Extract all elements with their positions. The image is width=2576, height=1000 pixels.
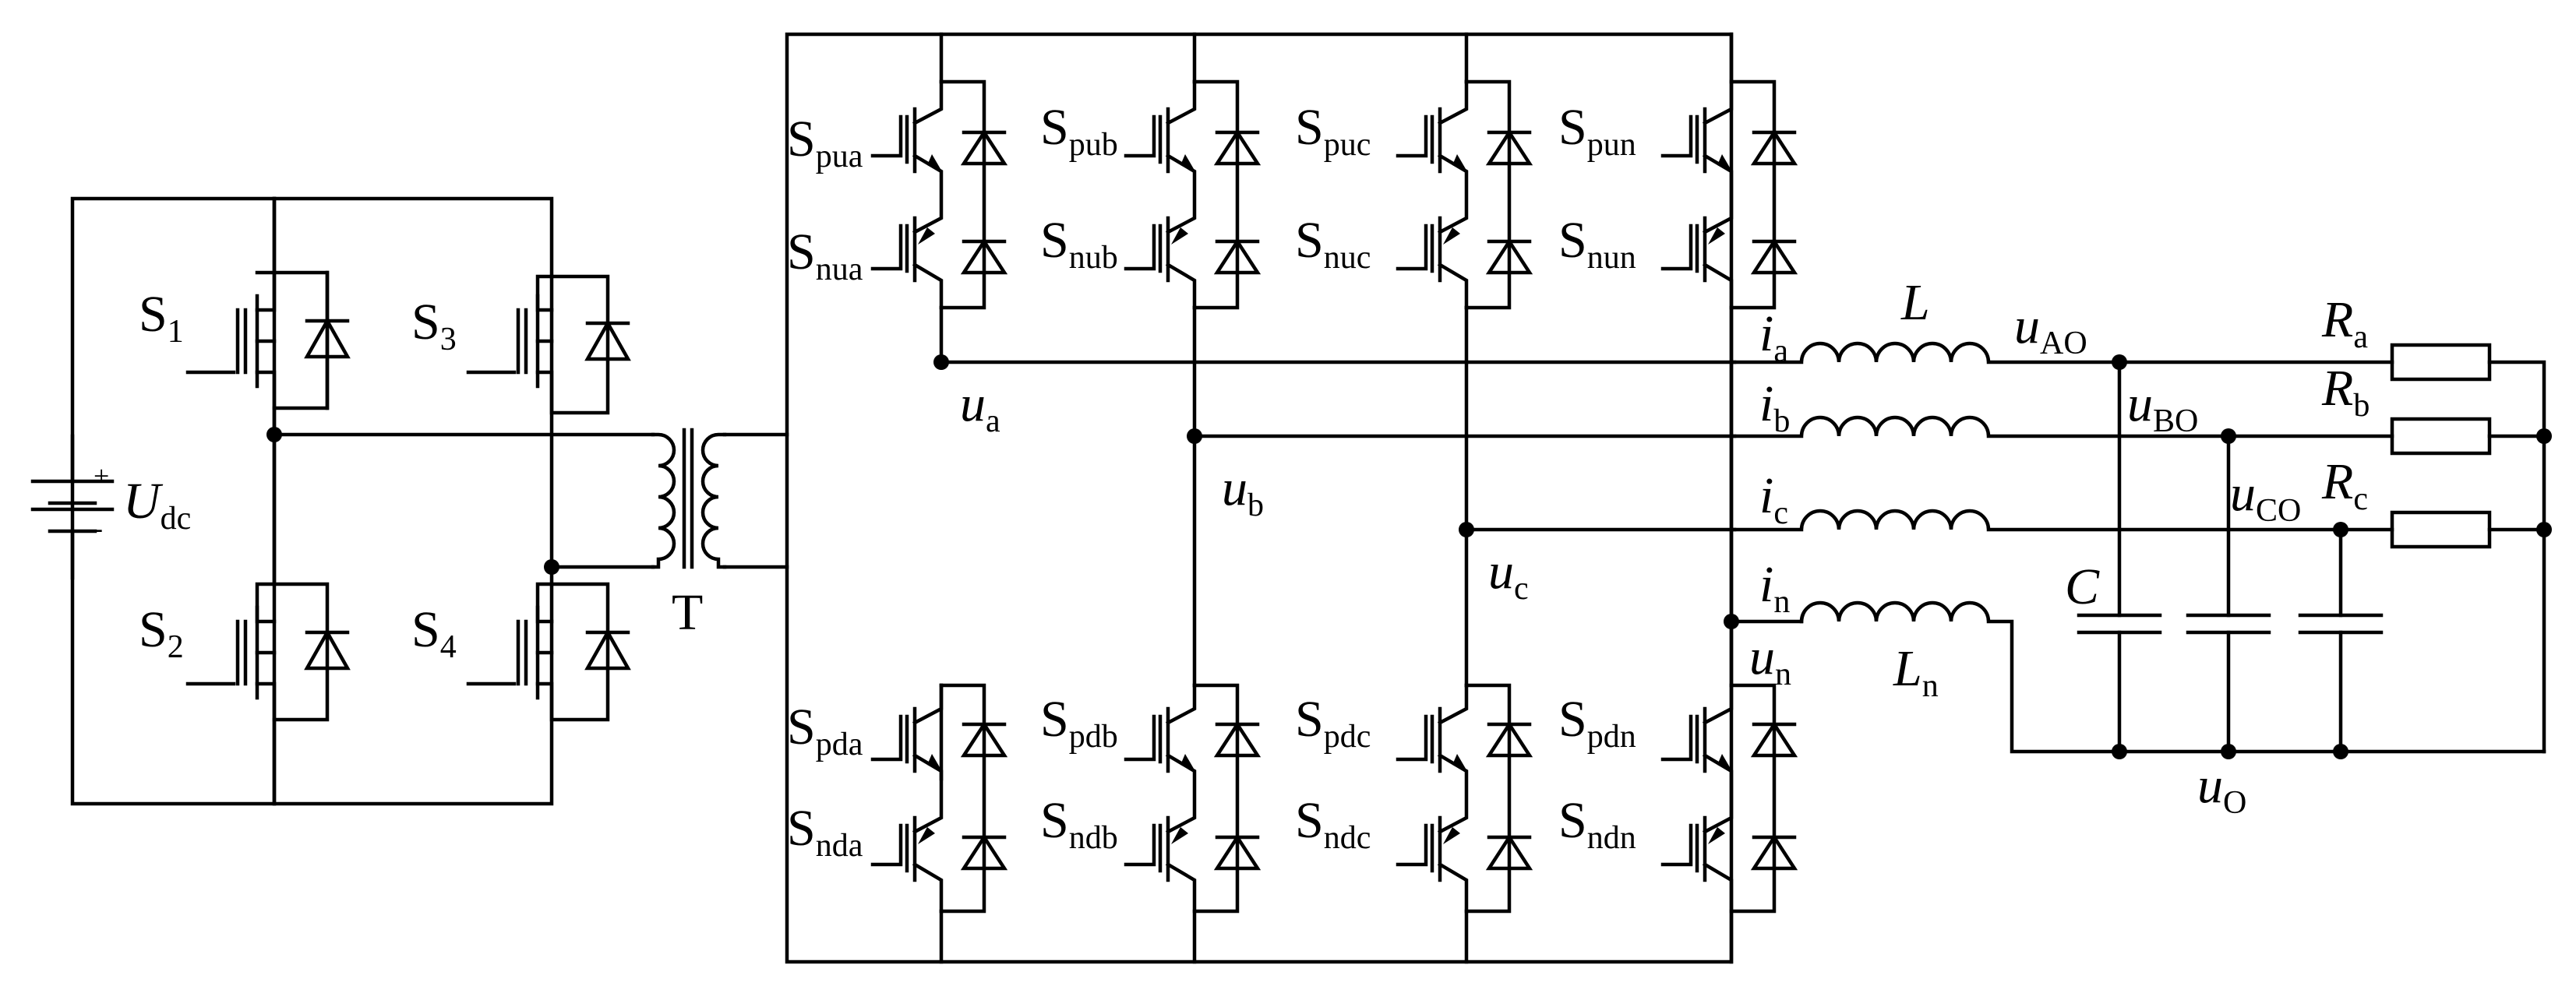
in-label: in	[1759, 556, 1790, 620]
spun-label: Spun	[1558, 99, 1636, 163]
spub-label: Spub	[1040, 99, 1118, 163]
ua-label: ua	[960, 375, 1000, 439]
sndn-label: Sndn	[1558, 792, 1636, 856]
snun-label: Snun	[1558, 212, 1636, 276]
source-minus: -	[94, 512, 103, 544]
leg-c-upper	[1396, 79, 1533, 310]
source-plus: +	[94, 460, 109, 491]
leg-n-lower	[1660, 683, 1798, 964]
labels: S1 S2 S3 S4 + - Udc T Spua Snua Spub Snu…	[94, 99, 2370, 864]
ib-label: ib	[1759, 375, 1790, 439]
Rb-label: Rb	[2321, 360, 2370, 424]
ub-label: ub	[1222, 460, 1264, 523]
snua-label: Snua	[787, 224, 863, 287]
spdn-label: Spdn	[1558, 691, 1636, 755]
snuc-label: Snuc	[1295, 212, 1371, 276]
sndc-label: Sndc	[1295, 792, 1371, 856]
un-label: un	[1749, 629, 1791, 692]
leg-b-upper	[1124, 79, 1262, 310]
leg-b-lower	[1124, 683, 1262, 964]
s1-label: S1	[139, 286, 184, 350]
spda-label: Spda	[787, 699, 863, 762]
spdb-label: Spdb	[1040, 691, 1118, 755]
uBO-label: uBO	[2127, 375, 2198, 439]
sndb-label: Sndb	[1040, 792, 1118, 856]
uCO-label: uCO	[2230, 465, 2301, 529]
udc-label: Udc	[123, 473, 191, 537]
leg-c-lower	[1396, 683, 1533, 964]
leg-a-upper	[870, 79, 1008, 310]
igbt-switches	[870, 79, 1798, 964]
uO-label: uO	[2197, 757, 2246, 821]
inductor-L-label: L	[1900, 274, 1930, 331]
junction-dots	[266, 354, 2552, 759]
s3-label: S3	[411, 294, 457, 357]
leg-a-lower	[870, 683, 1008, 914]
ia-label: ia	[1759, 305, 1788, 369]
spdc-label: Spdc	[1295, 691, 1371, 755]
ic-label: ic	[1759, 467, 1788, 531]
Rc-label: Rc	[2321, 453, 2368, 517]
snda-label: Snda	[787, 800, 863, 864]
inductor-Ln-label: Ln	[1893, 640, 1939, 704]
spua-label: Spua	[787, 111, 863, 174]
uc-label: uc	[1488, 543, 1529, 607]
s4-label: S4	[411, 601, 457, 665]
snub-label: Snub	[1040, 212, 1118, 276]
spuc-label: Spuc	[1295, 99, 1371, 163]
leg-n-upper	[1660, 79, 1798, 310]
Ra-label: Ra	[2321, 291, 2368, 355]
capacitor-C-label: C	[2065, 558, 2100, 615]
s2-label: S2	[139, 601, 184, 665]
transformer-label: T	[672, 584, 703, 641]
uAO-label: uAO	[2014, 298, 2087, 361]
wires	[30, 32, 2546, 964]
